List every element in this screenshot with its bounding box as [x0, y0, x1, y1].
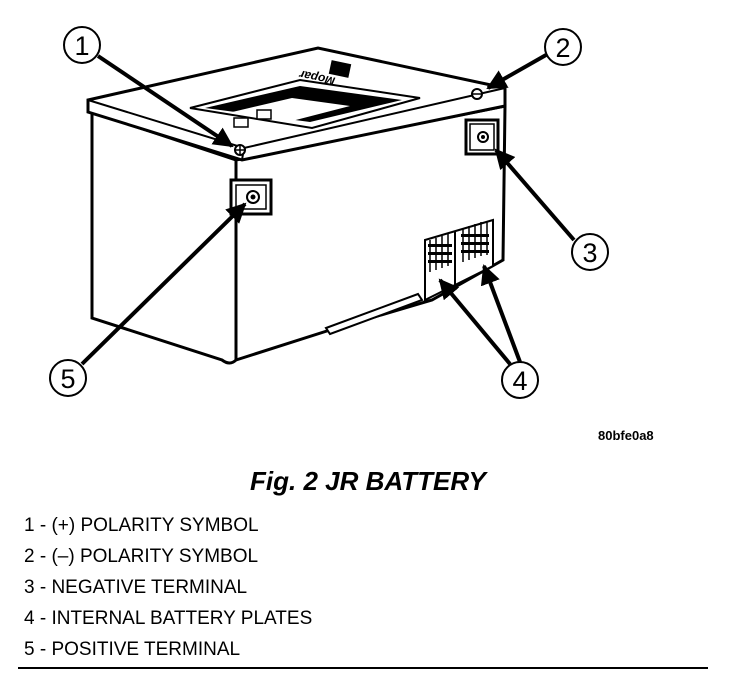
leader-1: [96, 54, 234, 148]
leader-2: [486, 53, 547, 90]
callout-5: 5: [49, 359, 87, 397]
callout-4-number: 4: [512, 366, 527, 396]
callout-1: 1: [63, 26, 101, 64]
negative-terminal: [464, 118, 500, 156]
battery-diagram: Mopar: [49, 26, 609, 399]
bottom-rule: [18, 667, 708, 669]
callout-2-number: 2: [555, 33, 570, 63]
legend-item: 4 - INTERNAL BATTERY PLATES: [24, 608, 313, 629]
callout-4: 4: [501, 361, 539, 399]
leader-5: [80, 202, 247, 366]
legend-item: 5 - POSITIVE TERMINAL: [24, 639, 241, 660]
leader-4b: [480, 264, 522, 363]
logo-badge-icon: [328, 60, 352, 78]
callout-1-number: 1: [74, 31, 89, 61]
battery-base-handle: [324, 292, 424, 336]
leader-4a: [438, 278, 512, 366]
legend-item: 2 - (–) POLARITY SYMBOL: [24, 546, 259, 567]
figure-code: 80bfe0a8: [598, 428, 654, 443]
figure-caption: Fig. 2 JR BATTERY: [250, 466, 486, 496]
legend-list: 1 - (+) POLARITY SYMBOL 2 - (–) POLARITY…: [24, 510, 312, 665]
legend-item: 3 - NEGATIVE TERMINAL: [24, 577, 248, 598]
callout-5-number: 5: [60, 364, 75, 394]
callout-2: 2: [544, 28, 582, 66]
callout-3: 3: [571, 233, 609, 271]
positive-terminal: [229, 178, 273, 216]
callout-3-number: 3: [582, 238, 597, 268]
leader-3: [494, 148, 576, 242]
top-label-panel: [189, 78, 421, 130]
legend-item: 1 - (+) POLARITY SYMBOL: [24, 515, 259, 536]
